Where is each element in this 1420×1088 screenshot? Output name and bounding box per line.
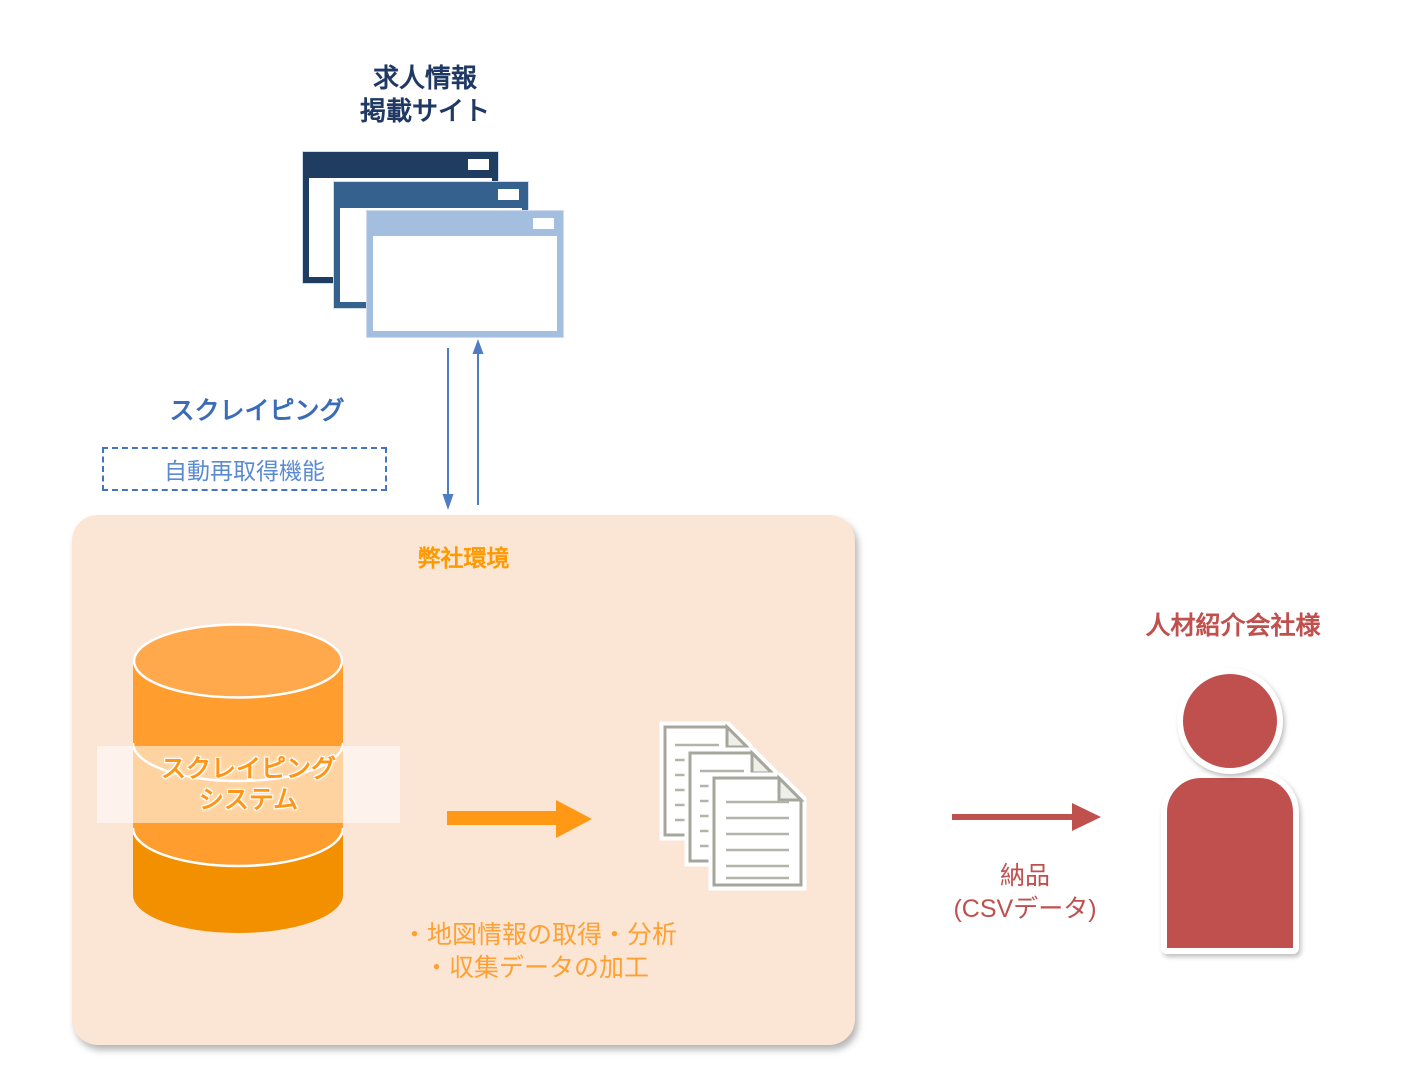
window-button xyxy=(533,218,554,229)
note-data-processing: ・収集データの加工 xyxy=(424,954,650,982)
down-arrow-icon xyxy=(442,348,454,510)
browser-window-front-icon xyxy=(366,210,564,338)
auto-refetch-feature-box: 自動再取得機能 xyxy=(102,447,387,491)
scraping-arrows-icon xyxy=(442,339,484,510)
scraping-system-label-band: スクレイピング システム xyxy=(97,746,400,823)
scraping-label: スクレイピング xyxy=(169,397,345,425)
delivery-label-line1: 納品 xyxy=(999,862,1050,890)
company-environment-box: 弊社環境 スクレイピング システム xyxy=(72,515,855,1045)
window-button xyxy=(468,159,489,170)
environment-title: 弊社環境 xyxy=(417,545,510,571)
documents-icon xyxy=(659,721,807,891)
client-title: 人材紹介会社様 xyxy=(1145,612,1321,640)
job-sites-title: 求人情報 掲載サイト xyxy=(305,62,545,128)
document-icon-3 xyxy=(708,772,807,891)
delivery-label-line2: (CSVデータ) xyxy=(953,895,1097,923)
window-body xyxy=(373,236,557,331)
delivery-arrow-icon xyxy=(952,803,1101,831)
window-button xyxy=(498,189,519,200)
job-sites-title-line2: 掲載サイト xyxy=(359,96,490,126)
scraping-system-line1: スクレイピング xyxy=(160,754,336,783)
note-map-info: ・地図情報の取得・分析 xyxy=(402,921,678,949)
person-head-icon xyxy=(1177,668,1283,774)
scraping-system-line2: システム xyxy=(198,785,299,814)
person-body-icon xyxy=(1161,772,1299,954)
delivery-label: 納品 (CSVデータ) xyxy=(920,860,1130,926)
process-arrow-icon xyxy=(447,800,592,838)
up-arrow-icon xyxy=(472,339,484,505)
job-sites-title-line1: 求人情報 xyxy=(372,63,477,93)
environment-notes: ・地図情報の取得・分析 ・収集データの加工 xyxy=(402,919,762,985)
auto-refetch-feature-label: 自動再取得機能 xyxy=(164,458,325,484)
